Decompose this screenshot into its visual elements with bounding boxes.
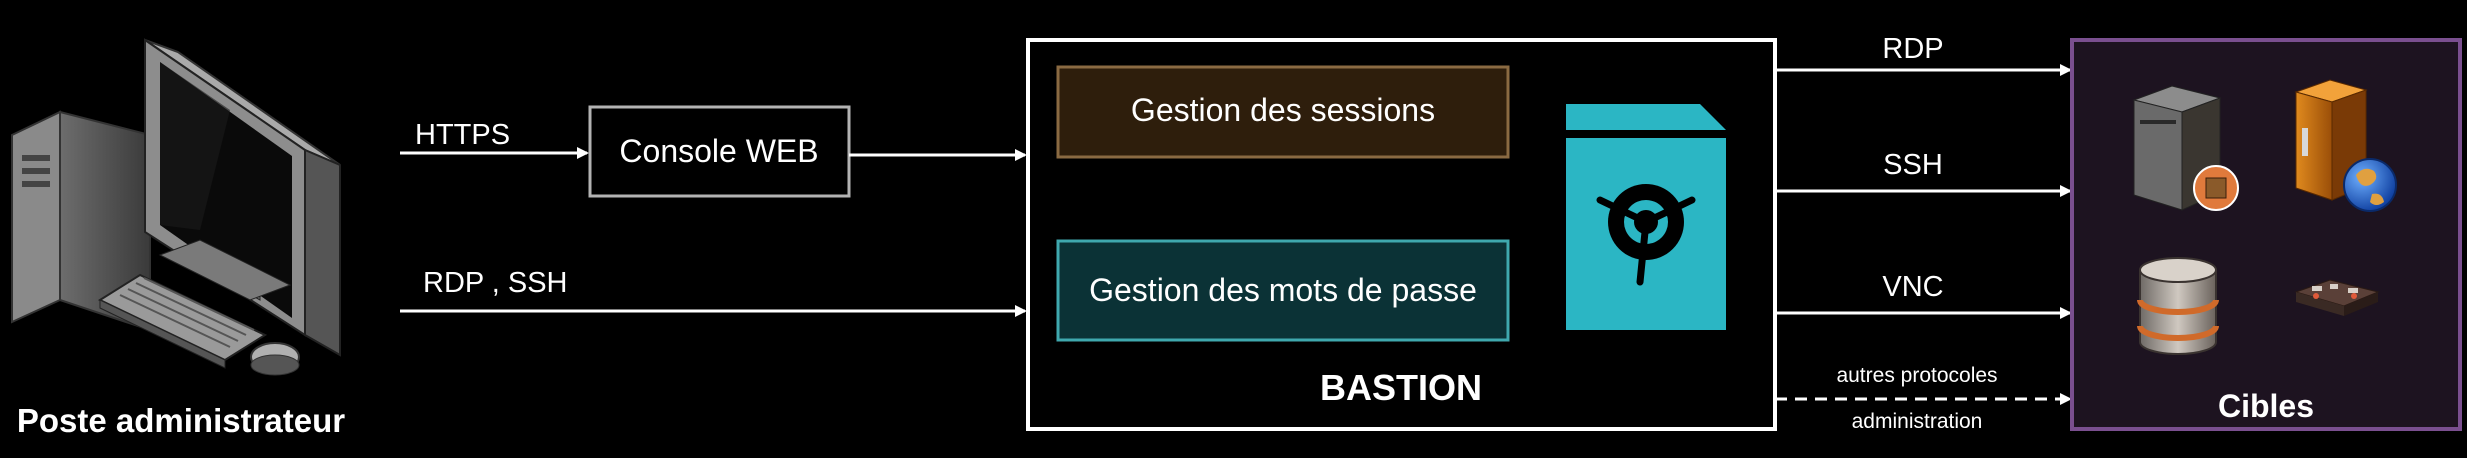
network-device-icon: [2294, 279, 2380, 316]
administration-label: administration: [1852, 410, 1983, 433]
computer-icon: [11, 38, 341, 376]
web-server-icon: [2294, 79, 2397, 212]
workstation-caption: Poste administrateur: [17, 402, 345, 439]
https-label: HTTPS: [415, 119, 510, 151]
targets-title: Cibles: [2218, 388, 2314, 424]
server-icon: [2132, 85, 2239, 211]
vnc-label: VNC: [1882, 271, 1943, 303]
bastion-title: BASTION: [1320, 367, 1482, 408]
rdp-label: RDP: [1882, 33, 1943, 65]
passwords-box: [1056, 239, 1510, 342]
console-web-box: [588, 105, 851, 198]
passwords-label: Gestion des mots de passe: [1089, 272, 1477, 308]
targets-box: [2070, 38, 2462, 431]
sessions-label: Gestion des sessions: [1131, 92, 1435, 128]
sessions-box: [1056, 65, 1510, 159]
ssh-label: SSH: [1883, 149, 1943, 181]
database-icon: [2137, 257, 2219, 355]
other-protocols-label: autres protocoles: [1836, 364, 1997, 387]
rdp-ssh-label: RDP , SSH: [423, 267, 568, 299]
console-web-label: Console WEB: [619, 133, 818, 169]
vault-icon: [1566, 104, 1726, 330]
